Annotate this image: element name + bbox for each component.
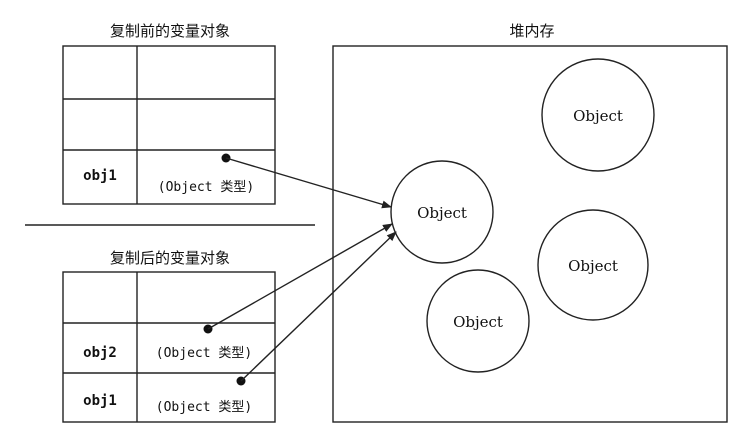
before-table-border	[62, 45, 276, 205]
before-copy-table: obj1 (Object 类型)	[62, 45, 276, 205]
before-obj1-name: obj1	[83, 168, 117, 184]
heap-object-label: Object	[573, 107, 623, 125]
heap-object-target: Object	[390, 160, 494, 264]
heap-object-circle	[537, 209, 649, 321]
heap-object-circle	[426, 269, 530, 373]
after-obj2-value: (Object 类型)	[156, 346, 252, 361]
heap-object-bottom: Object	[426, 269, 530, 373]
heap-memory-box: Object Object Object Object	[332, 45, 728, 423]
before-obj1-value: (Object 类型)	[158, 180, 254, 195]
after-obj1-reference-arrow	[240, 231, 397, 382]
heap-object-label: Object	[568, 257, 618, 275]
after-table-border	[62, 271, 276, 423]
heap-object-top-right: Object	[541, 58, 655, 172]
heap-object-right: Object	[537, 209, 649, 321]
heap-object-circle	[541, 58, 655, 172]
after-copy-title: 复制后的变量对象	[110, 249, 230, 267]
heap-memory-title: 堆内存	[509, 22, 554, 40]
heap-object-label: Object	[453, 313, 503, 331]
before-obj1-reference-arrow	[225, 157, 392, 209]
after-obj2-reference-arrow	[207, 223, 393, 330]
heap-object-circle	[390, 160, 494, 264]
after-copy-table: obj2 (Object 类型) obj1 (Object 类型)	[62, 271, 276, 423]
before-copy-title: 复制前的变量对象	[110, 22, 230, 40]
after-obj2-name: obj2	[83, 345, 117, 361]
heap-object-label: Object	[417, 204, 467, 222]
heap-border	[332, 45, 728, 423]
after-obj1-name: obj1	[83, 393, 117, 409]
after-obj1-value: (Object 类型)	[156, 400, 252, 415]
